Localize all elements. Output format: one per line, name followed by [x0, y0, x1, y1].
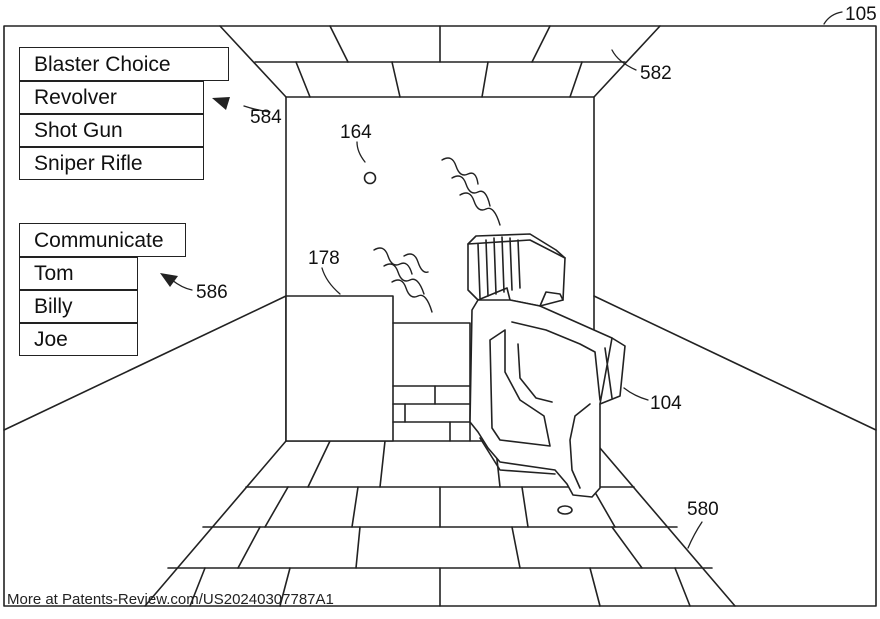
- leader-164: [356, 141, 366, 163]
- menu-item-tom[interactable]: Tom: [19, 257, 138, 290]
- leader-580: [687, 521, 703, 549]
- arrowhead-584: [212, 97, 230, 110]
- leader-104: [623, 387, 649, 401]
- communicate-header: Communicate: [19, 223, 186, 257]
- source-footer: More at Patents-Review.com/US20240307787…: [7, 591, 334, 608]
- ref-104: 104: [650, 393, 682, 414]
- ref-586: 586: [196, 282, 228, 303]
- leader-105: [823, 11, 843, 25]
- floor: [144, 440, 736, 607]
- ref-580: 580: [687, 499, 719, 520]
- menu-item-revolver[interactable]: Revolver: [19, 81, 204, 114]
- leader-586: [171, 279, 193, 291]
- ref-582: 582: [640, 63, 672, 84]
- back-wall: [285, 96, 595, 442]
- target-164: [363, 171, 377, 185]
- blaster-104: [467, 233, 626, 498]
- menu-item-joe[interactable]: Joe: [19, 323, 138, 356]
- leader-178: [321, 267, 341, 295]
- motion-lines: [373, 157, 501, 313]
- blaster-choice-header: Blaster Choice: [19, 47, 229, 81]
- ref-178: 178: [308, 248, 340, 269]
- menu-item-billy[interactable]: Billy: [19, 290, 138, 323]
- ref-105: 105: [845, 4, 877, 25]
- impact-mark: [557, 505, 573, 515]
- leader-arrowheads: [160, 97, 230, 287]
- obstacle-178: [285, 295, 471, 442]
- arrowhead-586: [160, 273, 178, 287]
- ceiling: [219, 25, 661, 98]
- menu-item-sniper-rifle[interactable]: Sniper Rifle: [19, 147, 204, 180]
- leader-584: [243, 105, 271, 113]
- menu-item-shot-gun[interactable]: Shot Gun: [19, 114, 204, 147]
- ref-584: 584: [250, 107, 282, 128]
- leader-582: [611, 49, 637, 71]
- ref-164: 164: [340, 122, 372, 143]
- side-walls: [3, 295, 877, 431]
